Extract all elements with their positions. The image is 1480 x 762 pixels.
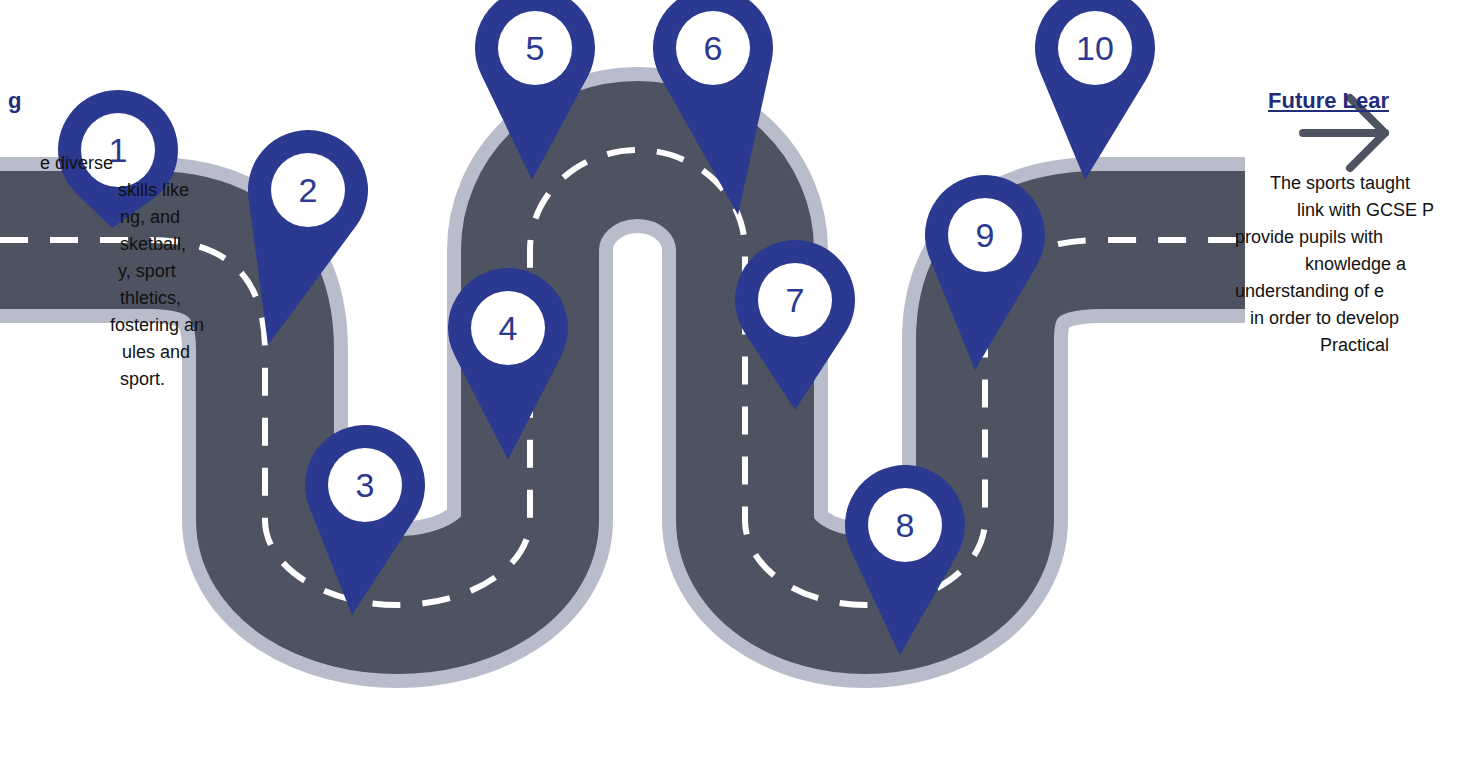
location-pin: 7 [735,240,855,360]
text-line: The sports taught [1270,170,1439,197]
pin-body [305,425,425,615]
text-line: in order to develop [1250,305,1439,332]
pin-body [1035,0,1155,180]
road-centre-line [0,150,1245,605]
callout-number: 6 [653,31,773,65]
text-line: knowledge a [1305,251,1439,278]
text-line: y, sport [118,258,209,285]
location-pin: 10 [1035,0,1155,108]
callout-number: 7 [735,283,855,317]
callout-number: 4 [448,311,568,345]
text-line: e diverse [40,150,209,177]
text-line: Practical [1320,332,1439,359]
text-line: skills like [118,177,209,204]
location-pin: 2 [248,130,368,250]
pin-body [845,465,965,655]
road-surface [0,150,1245,605]
text-line: sport. [120,366,209,393]
pin-body [448,268,568,460]
road-border [0,150,1245,605]
location-pin: 9 [925,175,1045,295]
pin-body [653,0,773,215]
callout-number: 9 [925,218,1045,252]
location-pin: 6 [653,0,773,108]
location-pin: 8 [845,465,965,585]
section-text: The sports taught link with GCSE P provi… [1230,170,1439,359]
section-text: e diverse skills like ng, and sketball, … [0,150,209,393]
location-pin: 5 [475,0,595,108]
text-line: ng, and [120,204,209,231]
pin-body [735,240,855,410]
callout-number: 2 [248,173,368,207]
callout-number: 5 [475,31,595,65]
text-line: understanding of e [1235,278,1439,305]
pin-body [248,130,368,345]
text-line: sketball, [120,231,209,258]
text-line: provide pupils with [1235,224,1439,251]
text-line: ules and [122,339,209,366]
section-heading: g [8,90,21,112]
text-line: link with GCSE P [1297,197,1439,224]
callout-number: 10 [1035,31,1155,65]
pin-body [475,0,595,180]
location-pin: 4 [448,268,568,388]
text-line: fostering an [110,312,209,339]
location-pin: 3 [305,425,425,545]
callout-number: 8 [845,508,965,542]
text-line: thletics, [120,285,209,312]
callout-number: 3 [305,468,425,502]
pin-body [925,175,1045,370]
section-heading: Future Lear [1268,90,1389,112]
arrow-shaft [1303,129,1385,137]
